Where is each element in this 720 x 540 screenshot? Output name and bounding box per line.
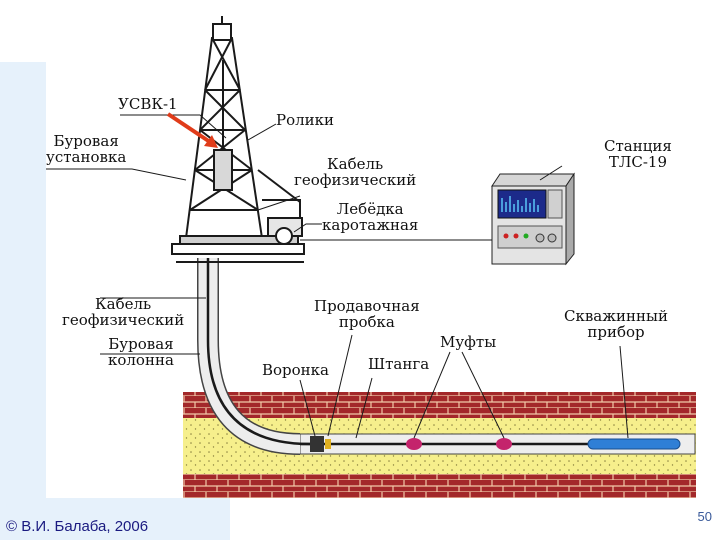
label-plug: Продавочная пробка — [314, 297, 420, 331]
label-tool: Скважинный прибор — [564, 307, 668, 341]
label-couplings: Муфты — [440, 333, 497, 351]
brick-layer-bottom — [183, 474, 696, 498]
label-cable-left: Кабель геофизический — [62, 295, 185, 329]
label-rig: Буровая установка — [46, 132, 127, 166]
coupling-1 — [406, 438, 422, 450]
ground-layers — [183, 392, 696, 498]
label-usvk: УСВК-1 — [118, 95, 178, 113]
coupling-2 — [496, 438, 512, 450]
borehole-casing — [197, 258, 311, 455]
slide-footer-band — [0, 498, 230, 540]
label-cable-top: Кабель геофизический — [294, 155, 417, 189]
page-number: 50 — [697, 509, 712, 524]
copyright-text: © В.И. Балаба, 2006 — [6, 518, 149, 535]
station-tls19 — [491, 172, 575, 266]
label-funnel: Воронка — [262, 361, 330, 379]
brick-layer-top — [183, 392, 696, 418]
label-drill-column: Буровая колонна — [108, 335, 174, 369]
usvk-arrow — [166, 112, 218, 148]
label-rod: Штанга — [368, 355, 430, 373]
drilling-rig — [171, 16, 305, 263]
label-rollers: Ролики — [276, 111, 335, 129]
label-station: Станция ТЛС-19 — [604, 137, 672, 171]
label-winch: Лебёдка каротажная — [322, 200, 419, 234]
horizontal-pipe — [299, 433, 696, 455]
station-screen — [497, 189, 547, 219]
leader-lines — [46, 114, 629, 439]
slide-sidebar-band — [0, 62, 46, 540]
funnel-plug — [310, 436, 324, 452]
tool-body — [587, 438, 681, 450]
